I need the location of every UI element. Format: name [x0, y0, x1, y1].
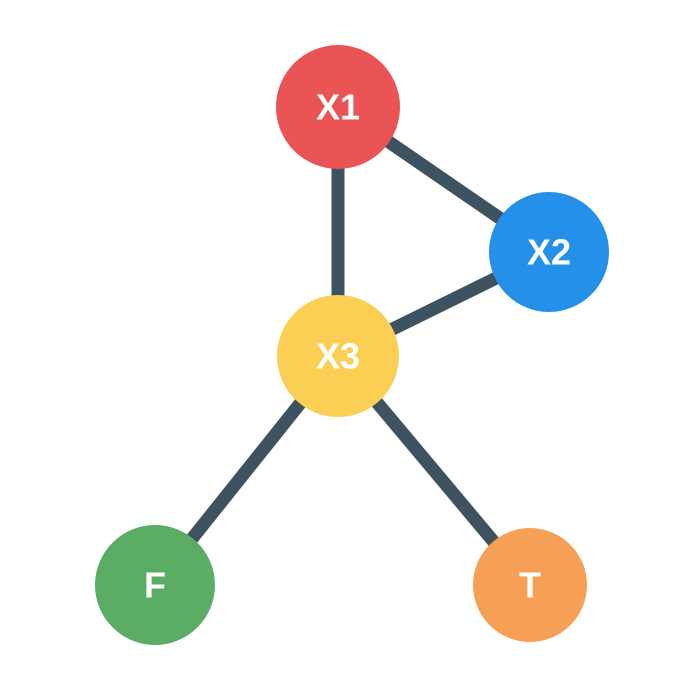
node-circle-F [95, 525, 215, 645]
node-X1: X1 [276, 45, 400, 169]
node-X2: X2 [489, 192, 609, 312]
node-label-F: F [144, 565, 166, 606]
node-label-T: T [519, 565, 541, 606]
node-circle-X2 [489, 192, 609, 312]
node-T: T [473, 528, 587, 642]
node-circle-T [473, 528, 587, 642]
node-X3: X3 [277, 295, 399, 417]
node-circle-X1 [276, 45, 400, 169]
node-F: F [95, 525, 215, 645]
node-circle-X3 [277, 295, 399, 417]
node-label-X1: X1 [316, 87, 360, 128]
node-label-X3: X3 [316, 336, 360, 377]
node-label-X2: X2 [527, 232, 571, 273]
